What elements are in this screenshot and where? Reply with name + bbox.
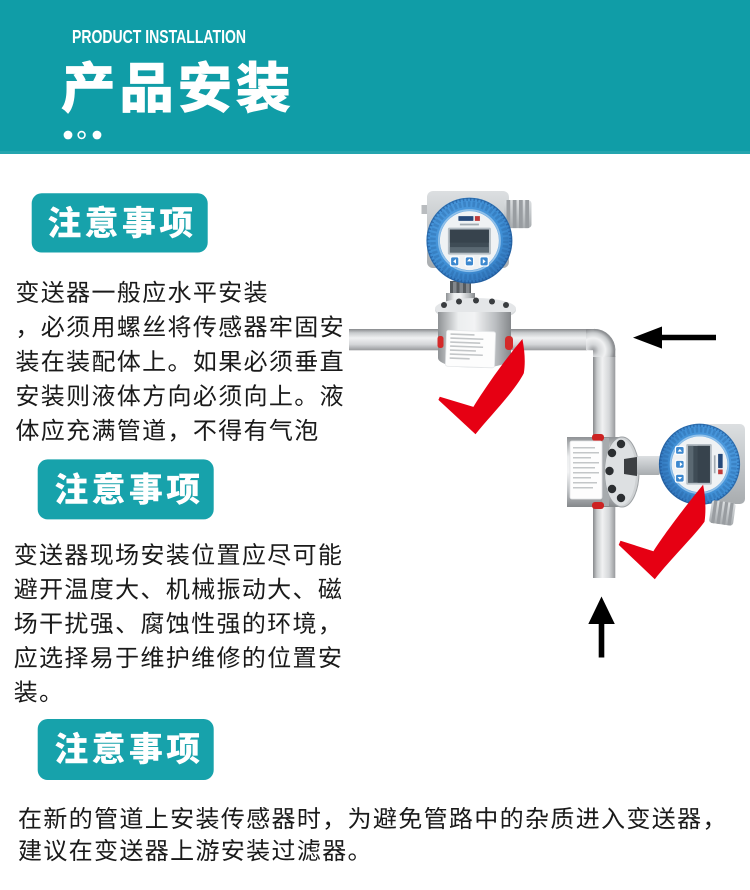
svg-text:PRODUCT INSTALLATION: PRODUCT INSTALLATION xyxy=(72,27,246,47)
